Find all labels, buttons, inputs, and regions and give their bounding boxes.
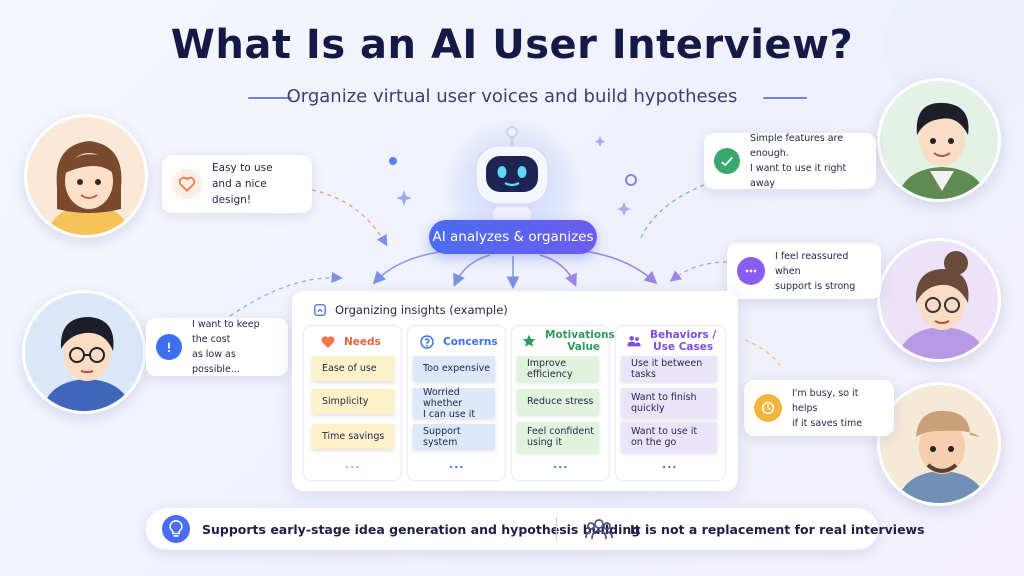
bubble-saves-time: I'm busy, so it helps if it saves time bbox=[744, 380, 894, 436]
avatar-woman-glasses-right bbox=[877, 238, 1001, 362]
group-icon bbox=[585, 519, 613, 540]
exclamation-icon bbox=[156, 334, 182, 360]
column-heading-concerns: Concerns bbox=[419, 334, 498, 350]
note-line: Want to finish bbox=[631, 392, 697, 403]
column-heading-text: Use Cases bbox=[653, 341, 714, 353]
people-icon bbox=[627, 336, 641, 347]
more-dots: ... bbox=[449, 458, 465, 471]
more-dots: ... bbox=[345, 458, 361, 471]
bubble-text-line: I'm busy, so it helps bbox=[792, 387, 859, 414]
document-icon bbox=[314, 304, 326, 316]
sticky-note: Ease of use bbox=[312, 356, 394, 381]
bubble-text-line: Simple features are enough. bbox=[750, 133, 844, 159]
footer-text-left: Supports early-stage idea generation and… bbox=[202, 522, 641, 537]
sticky-note: Want to use it on the go bbox=[621, 422, 717, 452]
check-icon bbox=[714, 148, 740, 174]
avatar-man-cap bbox=[877, 382, 1001, 506]
note-line: on the go bbox=[631, 437, 677, 448]
bubble-reassured-support: I feel reassured when support is strong bbox=[727, 243, 881, 299]
note-line: quickly bbox=[631, 403, 665, 414]
heart-icon bbox=[321, 336, 335, 348]
column-heading-text: Motivations / bbox=[545, 329, 623, 341]
sticky-note: Worried whether I can use it bbox=[413, 386, 495, 420]
sticky-note: Reduce stress bbox=[517, 389, 599, 414]
column-heading-text: Value bbox=[567, 341, 601, 353]
more-dots: ... bbox=[662, 458, 678, 471]
bubble-easy-to-use: Easy to use and a nice design! bbox=[162, 155, 312, 213]
avatar-man-green-jacket bbox=[877, 78, 1001, 202]
bubble-text-line: I feel reassured when bbox=[775, 250, 849, 277]
note-line: I can use it bbox=[423, 408, 476, 420]
bubble-text-line: and a nice design! bbox=[212, 178, 267, 206]
bubble-text-line: I want to keep the cost bbox=[192, 319, 260, 345]
sticky-note: Simplicity bbox=[312, 389, 394, 414]
bubble-text-line: if it saves time bbox=[792, 417, 863, 429]
page-title: What Is an AI User Interview? bbox=[170, 22, 854, 68]
sticky-note: Improve efficiency bbox=[517, 356, 599, 381]
note-line: using it bbox=[527, 437, 563, 448]
robot-icon bbox=[470, 126, 554, 225]
sticky-note: Time savings bbox=[312, 424, 394, 449]
avatar-woman-top-left bbox=[24, 114, 148, 238]
clock-icon bbox=[754, 394, 782, 422]
lightbulb-icon bbox=[162, 515, 190, 543]
footer-text-right: It is not a replacement for real intervi… bbox=[630, 522, 925, 537]
chat-icon bbox=[737, 257, 765, 285]
panel-title: Organizing insights (example) bbox=[335, 303, 508, 317]
bubble-text-line: Easy to use bbox=[212, 162, 273, 174]
column-heading-text: Concerns bbox=[443, 336, 498, 348]
bubble-keep-cost-low: I want to keep the cost as low as possib… bbox=[146, 318, 288, 376]
more-dots: ... bbox=[553, 458, 569, 471]
note-line: Feel confident bbox=[527, 426, 594, 437]
bubble-text-line: I want to use it right away bbox=[750, 163, 847, 189]
column-heading-behaviors: Behaviors / Use Cases bbox=[626, 329, 716, 353]
note-line: Worried whether bbox=[423, 386, 463, 409]
footer-bar bbox=[146, 508, 878, 550]
note-line: Want to use it bbox=[631, 426, 698, 437]
sticky-note: Feel confident using it bbox=[517, 422, 599, 452]
avatar-man-glasses-left bbox=[22, 290, 146, 414]
footer-divider bbox=[556, 517, 557, 541]
column-heading-text: Needs bbox=[344, 336, 381, 348]
sticky-note: Want to finish quickly bbox=[621, 388, 717, 418]
heart-icon bbox=[172, 169, 202, 199]
subtitle-line-left bbox=[248, 97, 292, 99]
subtitle-line-right bbox=[763, 97, 807, 99]
column-heading-needs: Needs bbox=[320, 334, 381, 350]
column-heading-motivations: Motivations / Value bbox=[521, 329, 622, 353]
bubble-simple-features: Simple features are enough. I want to us… bbox=[704, 133, 876, 189]
question-icon bbox=[420, 335, 434, 349]
star-icon bbox=[522, 334, 536, 347]
sticky-note: Support system bbox=[413, 424, 495, 449]
bubble-text-line: as low as possible... bbox=[192, 349, 240, 375]
column-heading-text: Behaviors / bbox=[650, 329, 717, 341]
bubble-text-line: support is strong bbox=[775, 280, 856, 292]
sticky-note: Use it between tasks bbox=[621, 356, 717, 381]
page-subtitle: Organize virtual user voices and build h… bbox=[286, 86, 738, 107]
ai-analyzes-pill: AI analyzes & organizes bbox=[429, 220, 597, 254]
sticky-note: Too expensive bbox=[413, 356, 495, 381]
